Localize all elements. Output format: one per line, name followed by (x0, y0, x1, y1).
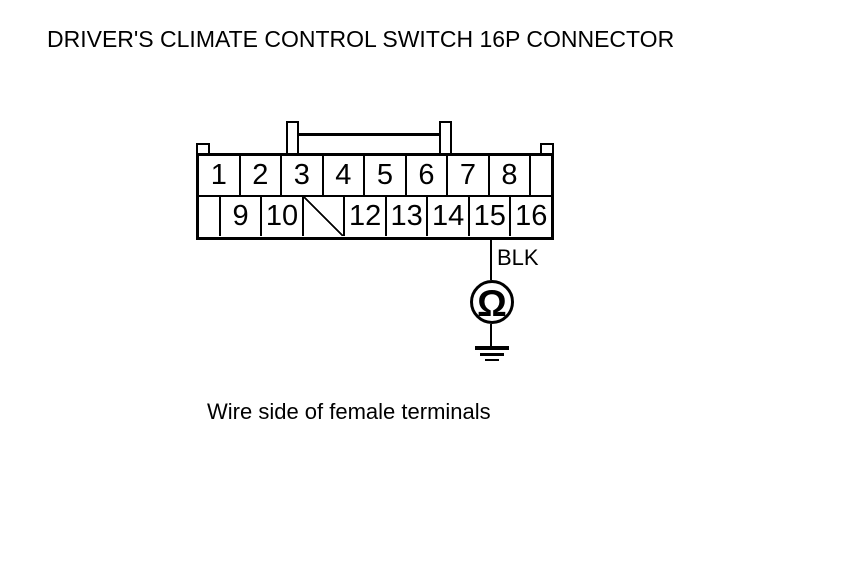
latch-post-left (286, 121, 299, 153)
pin-cell-6: 6 (404, 156, 447, 195)
ground-bar (485, 359, 499, 361)
ground-bar (475, 346, 509, 350)
wire-to-ground (490, 324, 492, 346)
pin-cell-5: 5 (363, 156, 405, 195)
pin-cell-16: 16 (509, 197, 551, 236)
blank-cell (199, 197, 219, 236)
ground-icon (474, 346, 510, 361)
pin-cell-15: 15 (467, 197, 510, 236)
pin-cell-13: 13 (384, 197, 427, 236)
pin-cell-14: 14 (426, 197, 468, 236)
pin-cell-7: 7 (446, 156, 488, 195)
pin-cell-10: 10 (260, 197, 302, 236)
pin-cell-9: 9 (218, 197, 261, 236)
pin-cell-unpopulated (301, 197, 344, 236)
ohmmeter-icon: Ω (470, 280, 514, 324)
diagram-title: DRIVER'S CLIMATE CONTROL SWITCH 16P CONN… (47, 26, 675, 52)
blank-cell (529, 156, 551, 195)
ground-bar (480, 353, 504, 356)
wire-from-pin-15 (490, 240, 492, 280)
pin-cell-2: 2 (238, 156, 281, 195)
pin-cell-4: 4 (321, 156, 364, 195)
connector-corner-notch-right (540, 143, 554, 156)
wire-color-label: BLK (497, 245, 539, 270)
pin-cell-12: 12 (343, 197, 385, 236)
connector-corner-notch-left (196, 143, 210, 156)
pin-cell-3: 3 (280, 156, 322, 195)
latch-bar (297, 133, 441, 136)
diagram-caption: Wire side of female terminals (207, 399, 491, 424)
pin-cell-1: 1 (210, 159, 227, 191)
pin-cell-8: 8 (487, 156, 530, 195)
ohm-symbol: Ω (477, 282, 507, 324)
latch-post-right (439, 121, 452, 153)
